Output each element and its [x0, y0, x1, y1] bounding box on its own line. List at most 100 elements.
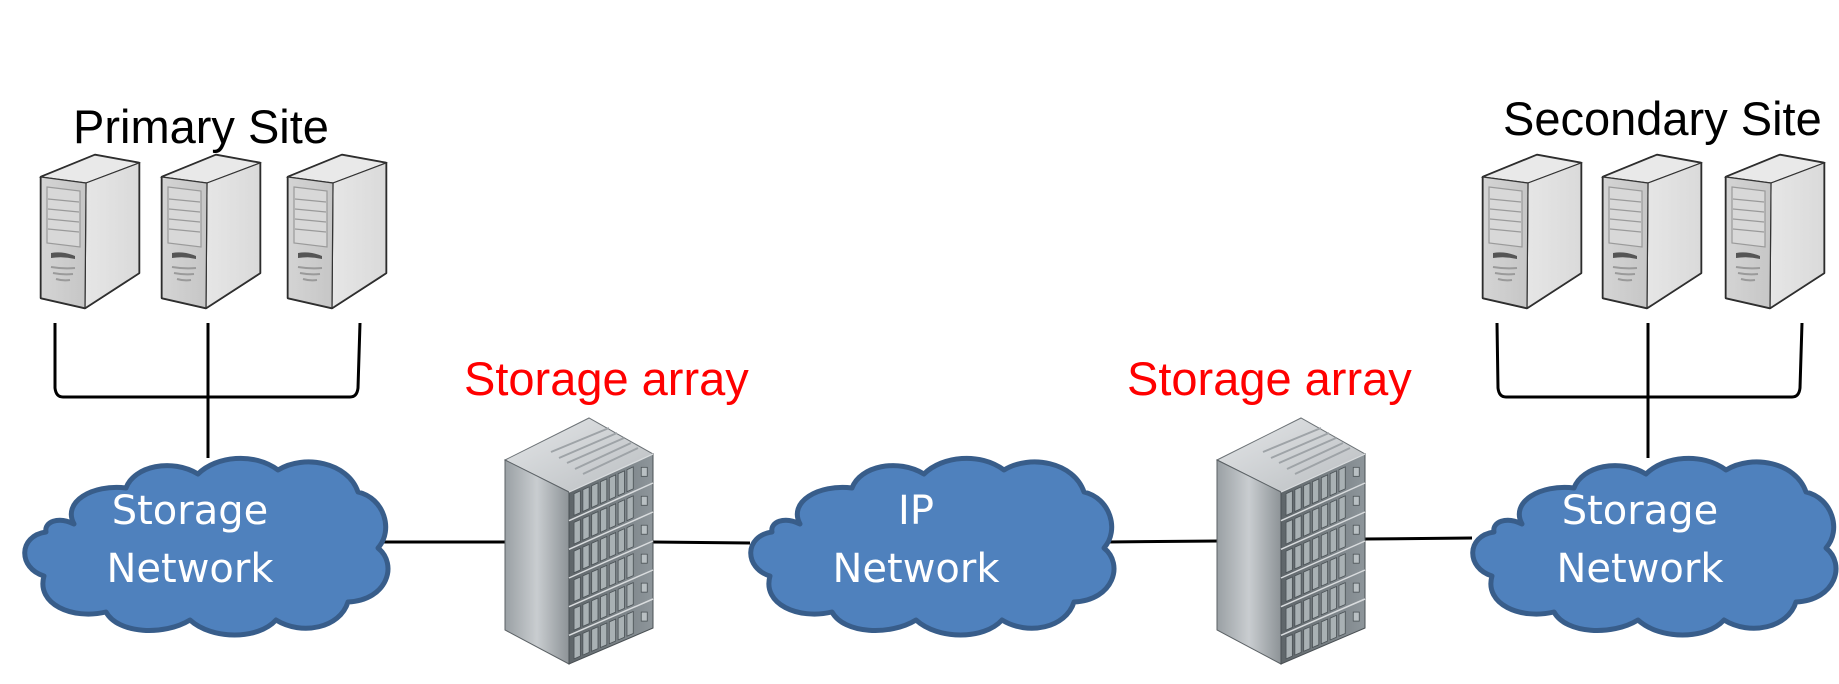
status-light [1352, 582, 1360, 593]
drive-slot [626, 582, 634, 608]
drive-slot [617, 470, 625, 497]
drive-slot [1312, 622, 1320, 649]
drive-slot [1320, 589, 1329, 616]
shelf-divider [568, 540, 654, 579]
drive-slot [626, 553, 634, 579]
drive-slot [1285, 576, 1293, 603]
drive-slot [600, 535, 608, 562]
drive-slot [582, 601, 590, 627]
drive-slot [1312, 535, 1320, 562]
drive-slot [1312, 478, 1320, 505]
primary-bracket-connector [53, 322, 362, 458]
drive-slot [600, 507, 608, 533]
drive-slot [591, 597, 599, 624]
cloud-label-line2: Network [106, 546, 274, 592]
storage-network-cloud-right: Storage Network [1473, 458, 1836, 635]
drive-slot [1294, 572, 1302, 599]
drive-slot [1329, 614, 1337, 641]
drive-slot [1320, 474, 1329, 501]
shelf-divider [1280, 511, 1366, 551]
drive-slot [617, 499, 625, 526]
drive-slot [608, 531, 617, 558]
primary-site-label: Primary Site [73, 100, 329, 153]
drive-slot [617, 528, 625, 554]
drive-slot [600, 564, 608, 591]
drive-slot [617, 614, 625, 641]
drive-slot [1285, 547, 1293, 574]
link-array2-to-right-cloud [1364, 536, 1473, 541]
drive-slot [1294, 543, 1302, 570]
drive-slot [1303, 626, 1311, 652]
drive-slot [1329, 470, 1337, 497]
drive-slot [591, 511, 599, 537]
server-icon [286, 153, 388, 310]
drive-slot [1294, 486, 1302, 513]
shelf-divider [1280, 540, 1366, 579]
drive-slot [591, 482, 599, 509]
drive-slot [626, 466, 634, 493]
storage-array-label-2: Storage array [1127, 352, 1412, 405]
status-light [640, 495, 648, 506]
drive-slot [1329, 585, 1337, 612]
drive-slot [1312, 507, 1320, 533]
primary-server-group [39, 153, 388, 310]
drive-slot [1285, 633, 1293, 660]
drive-slot [626, 495, 634, 522]
drive-slot [582, 486, 590, 513]
drive-slot [582, 572, 590, 599]
storage-network-cloud-left: Storage Network [25, 458, 388, 635]
secondary-bracket-connector [1495, 322, 1804, 458]
drive-slot [1338, 524, 1346, 551]
drive-slot [582, 543, 590, 570]
drive-slot [600, 593, 608, 620]
server-icon [1481, 153, 1583, 310]
cloud-label-line1: Storage [1562, 488, 1719, 534]
drive-slot [582, 515, 590, 541]
shelf-divider [568, 598, 654, 637]
server-icon [1724, 153, 1826, 310]
drive-slot [626, 610, 634, 637]
drive-slot [573, 490, 581, 517]
cloud-label-line2: Network [832, 546, 1000, 592]
shelf-divider [568, 569, 654, 608]
drive-slot [1338, 553, 1346, 579]
drive-slot [1329, 528, 1337, 554]
secondary-site-label: Secondary Site [1503, 92, 1822, 145]
link-ip-cloud-to-array2 [1106, 539, 1220, 544]
drive-slot [1329, 499, 1337, 526]
drive-slot [608, 503, 617, 530]
shelf-divider [568, 453, 654, 493]
drive-slot [573, 547, 581, 574]
drive-slot [600, 622, 608, 649]
drive-slot [1338, 466, 1346, 493]
drive-slot [1294, 515, 1302, 541]
status-light [1352, 524, 1360, 535]
drive-slot [608, 474, 617, 501]
network-links [384, 536, 1473, 545]
drive-slot [1303, 568, 1311, 595]
drive-slot [573, 576, 581, 603]
drive-slot [1285, 605, 1293, 631]
drive-slot [1285, 518, 1293, 545]
shelf-divider [1280, 482, 1366, 522]
drive-slot [1294, 630, 1302, 656]
drive-slot [1338, 610, 1346, 637]
drive-slot [573, 633, 581, 660]
shelf-divider [1280, 453, 1366, 493]
cloud-label-line1: IP [898, 488, 934, 534]
drive-slot [1303, 539, 1311, 566]
drive-slot [1312, 593, 1320, 620]
status-light [1352, 611, 1360, 622]
cloud-label-line2: Network [1556, 546, 1724, 592]
shelf-divider [568, 482, 654, 522]
drive-slot [1285, 490, 1293, 517]
drive-slot [1338, 582, 1346, 608]
drive-bays [568, 453, 654, 660]
drive-slot [591, 626, 599, 652]
drive-slot [608, 618, 617, 645]
drive-slot [1320, 503, 1329, 530]
storage-array-label-1: Storage array [464, 352, 749, 405]
storage-array-1 [504, 417, 654, 665]
drive-slot [1320, 560, 1329, 587]
drive-slot [626, 524, 634, 551]
